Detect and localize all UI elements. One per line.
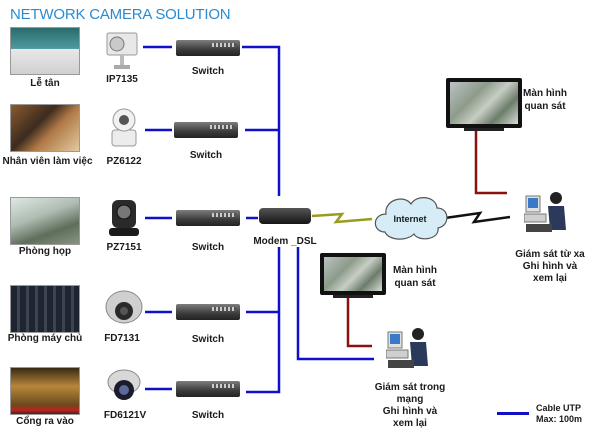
local-monitor-label-1: Màn hình bbox=[393, 265, 437, 276]
local-monitor-icon bbox=[320, 253, 386, 295]
photo-nhan-vien bbox=[10, 104, 80, 152]
photo-cong-ra-vao bbox=[10, 367, 80, 415]
local-monitor-label-2: quan sát bbox=[394, 278, 436, 289]
wireless-link-modem-internet bbox=[311, 212, 373, 224]
remote-monitor-icon bbox=[446, 78, 522, 128]
modem-icon bbox=[259, 208, 311, 224]
remote-station-label-1: Giám sát từ xa bbox=[515, 249, 585, 260]
local-station-label-1: Giám sát trong bbox=[374, 382, 446, 393]
switch-icon bbox=[176, 210, 240, 226]
remote-monitor-label-1: Màn hình bbox=[523, 88, 567, 99]
location-label: Nhân viên làm việc bbox=[2, 156, 93, 167]
location-label: Lễ tân bbox=[30, 78, 60, 89]
photo-le-tan bbox=[10, 27, 80, 75]
local-operator-icon bbox=[385, 326, 430, 372]
switch-label: Switch bbox=[191, 410, 225, 421]
wireless-link-internet-remote bbox=[444, 211, 511, 224]
legend-utp-swatch bbox=[497, 412, 529, 415]
local-monitor-stand bbox=[333, 295, 373, 298]
location-label: Phòng máy chủ bbox=[7, 333, 83, 344]
cable-modem-local-station bbox=[296, 247, 374, 361]
legend-label-1: Cable UTP bbox=[536, 403, 582, 413]
location-label: Phòng họp bbox=[18, 246, 72, 257]
switch-icon bbox=[176, 304, 240, 320]
camera-icon bbox=[104, 287, 143, 331]
remote-operator-icon bbox=[523, 190, 568, 236]
cable-switch-1-trunk bbox=[242, 45, 281, 196]
photo-phong-may-chu bbox=[10, 285, 80, 333]
camera-model: FD6121V bbox=[103, 410, 147, 421]
cable-remote-monitor bbox=[474, 130, 507, 195]
internet-label: Internet bbox=[393, 214, 427, 224]
local-station-label-4: xem lại bbox=[393, 418, 427, 429]
camera-icon bbox=[106, 196, 142, 240]
camera-model: FD7131 bbox=[104, 333, 140, 344]
switch-icon bbox=[174, 122, 238, 138]
camera-model: IP7135 bbox=[106, 74, 138, 85]
remote-monitor-stand bbox=[464, 128, 504, 131]
camera-icon bbox=[104, 30, 140, 74]
camera-icon bbox=[106, 106, 142, 150]
cable-lower-trunk bbox=[246, 247, 281, 394]
switch-icon bbox=[176, 381, 240, 397]
cable-local-monitor bbox=[346, 298, 372, 348]
photo-phong-hop bbox=[10, 197, 80, 245]
switch-label: Switch bbox=[191, 334, 225, 345]
camera-model: PZ6122 bbox=[106, 156, 142, 167]
remote-monitor-label-2: quan sát bbox=[524, 101, 566, 112]
camera-icon bbox=[106, 368, 142, 412]
switch-label: Switch bbox=[189, 150, 223, 161]
modem-label: Modem _DSL bbox=[253, 236, 317, 247]
remote-station-label-3: xem lại bbox=[533, 273, 567, 284]
location-label: Cổng ra vào bbox=[16, 416, 74, 427]
legend-label-2: Max: 100m bbox=[536, 414, 583, 424]
local-station-label-2: mạng bbox=[396, 394, 424, 405]
internet-cloud-icon bbox=[374, 197, 448, 240]
remote-station-label-2: Ghi hình và bbox=[522, 261, 578, 272]
diagram-title: NETWORK CAMERA SOLUTION bbox=[10, 6, 231, 23]
camera-model: PZ7151 bbox=[106, 242, 142, 253]
switch-icon bbox=[176, 40, 240, 56]
local-station-label-3: Ghi hình và bbox=[382, 406, 438, 417]
switch-label: Switch bbox=[191, 242, 225, 253]
switch-label: Switch bbox=[191, 66, 225, 77]
